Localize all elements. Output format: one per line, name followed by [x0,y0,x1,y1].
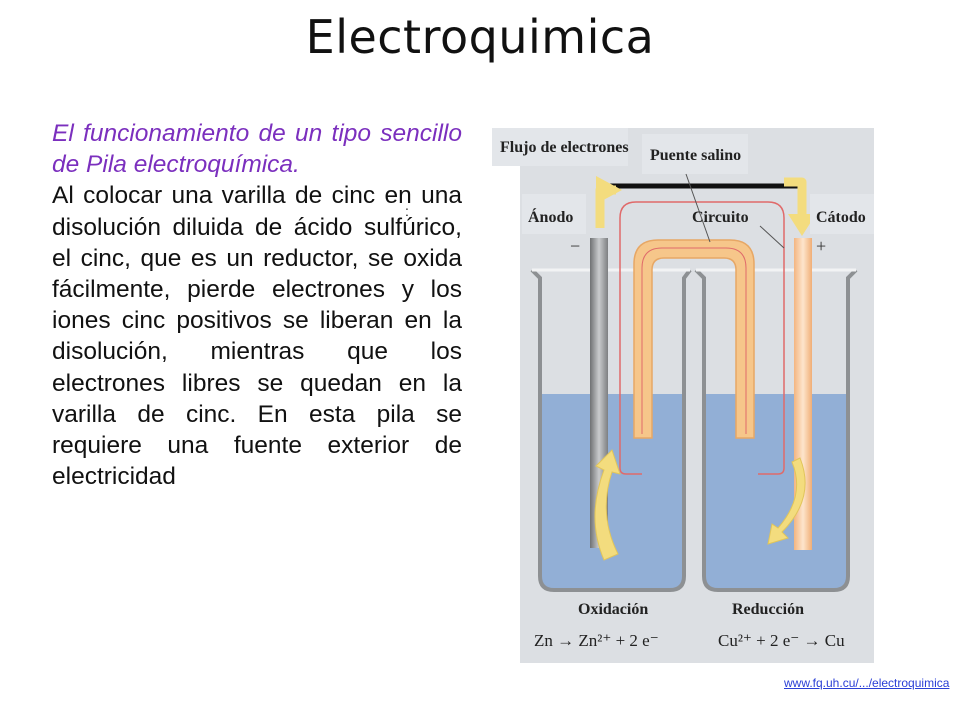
left-solution [540,394,684,588]
cathode-label-box [810,194,874,234]
cathode-sign: + [816,236,826,256]
salt-bridge [633,239,755,439]
anode-label: Ánodo [528,207,573,226]
anode-label-box [522,194,586,234]
right-solution [704,394,848,588]
body-text: El funcionamiento de un tipo sencillo de… [52,118,462,492]
electron-flow-label-box [492,128,628,166]
electron-flow-label: Flujo de electrones [500,139,629,156]
oxidation-label: Oxidación [578,601,648,618]
salt-bridge-label: Puente salino [650,147,741,164]
oxidation-arrow-icon [594,449,621,561]
paragraph-text: Al colocar una varilla de cinc en una di… [52,182,462,491]
circuit-label: Circuito [692,209,749,226]
electrochemical-cell-diagram: Flujo de electrones Puente salino Ánodo … [492,128,874,663]
right-beaker [694,268,858,592]
anode-sign: − [570,236,580,256]
left-beaker [530,268,692,592]
reduction-label: Reducción [732,601,804,618]
salt-bridge-label-box [642,134,748,174]
oxidation-equation: Zn → Zn²⁺ + 2 e⁻ [534,631,659,650]
lead-text: El funcionamiento de un tipo sencillo de… [52,120,462,179]
circuit-loop [619,201,785,475]
cathode-label: Cátodo [816,209,866,226]
beakers [530,268,858,592]
page-title: Electroquimica [305,10,655,64]
reduction-arrow-icon [767,457,806,545]
source-link[interactable]: www.fq.uh.cu/.../electroquimica [784,676,950,690]
stray-colon: : [405,203,409,219]
reduction-equation: Cu²⁺ + 2 e⁻ → Cu [718,631,845,650]
